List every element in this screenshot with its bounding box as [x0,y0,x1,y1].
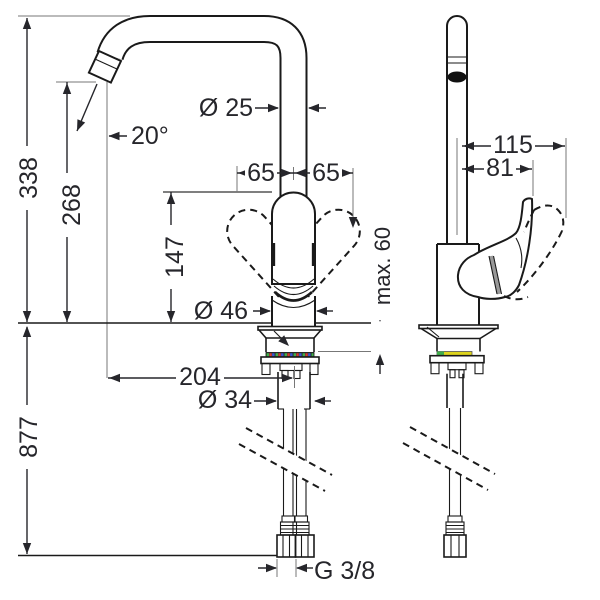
side-spout [446,15,468,244]
handle [271,191,316,327]
label-masks [14,132,535,469]
dim-spout-diameter: Ø 25 [199,94,253,122]
reference-lines [18,15,567,577]
g38-connector-right [294,534,315,558]
dim-connection-thread: G 3/8 [314,557,375,585]
dim-base-diameter: Ø 46 [194,297,248,325]
g38-connector-side [443,534,467,558]
g38-connector-left [276,534,297,558]
side-handle [456,197,534,300]
dim-spout-height: 268 [58,184,86,226]
base-and-shank [257,325,323,410]
dim-handle-reach-open: 115 [493,131,533,159]
dim-handle-height: 147 [161,236,189,278]
spout [87,14,308,212]
side-view [402,15,565,558]
dim-projection: 204 [179,363,221,391]
dim-swivel-right: 65 [312,159,340,187]
dim-swivel-left: 65 [247,159,275,187]
dim-hose-length: 877 [15,416,43,458]
side-supply-hose [402,408,496,558]
dim-spray-angle: 20° [131,122,169,150]
dim-handle-reach: 81 [486,154,514,182]
dim-total-height: 338 [15,157,43,199]
side-handle-open-position [503,204,565,301]
dimension-labels: 338 268 147 877 max. 60 20° Ø 25 65 65 Ø… [15,94,533,585]
dim-counter-max: max. 60 [370,227,395,305]
side-base-and-shank [418,324,499,408]
spout-outlet [447,71,467,83]
aerator-nozzle [87,49,123,84]
supply-hoses [238,409,333,558]
front-view [87,14,361,558]
dim-shank-diameter: Ø 34 [198,386,252,414]
